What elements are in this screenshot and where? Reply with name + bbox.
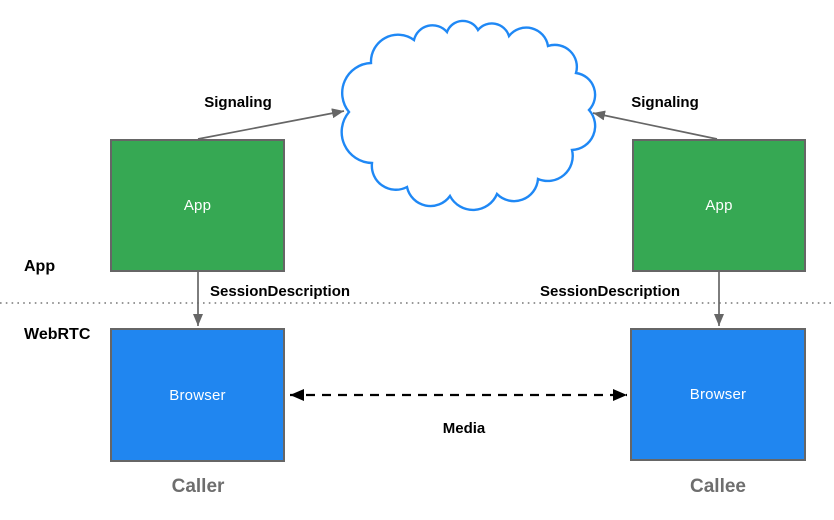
signaling-arrow-right (592, 110, 718, 140)
webrtc-layer-label: WebRTC (24, 326, 91, 343)
media-label: Media (442, 420, 486, 437)
session-description-label-left: SessionDescription (210, 283, 351, 300)
app-layer-label: App (24, 258, 56, 275)
callee-browser-box: Browser (630, 328, 806, 461)
callee-browser-label: Browser (689, 386, 747, 403)
network-cloud-icon (340, 19, 597, 212)
caller-browser-label: Browser (169, 386, 226, 404)
signaling-label-left: Signaling (204, 94, 272, 111)
signaling-arrow-left (197, 108, 345, 140)
caller-caption: Caller (171, 476, 225, 497)
callee-app-label: App (705, 197, 733, 214)
callee-caption: Callee (690, 476, 746, 497)
session-description-label-right: SessionDescription (540, 283, 681, 300)
signaling-label-right: Signaling (631, 94, 699, 111)
caller-app-label: App (183, 197, 212, 214)
caller-app-box: App (110, 139, 285, 272)
callee-app-box: App (632, 139, 806, 272)
caller-browser-box: Browser (110, 328, 285, 462)
